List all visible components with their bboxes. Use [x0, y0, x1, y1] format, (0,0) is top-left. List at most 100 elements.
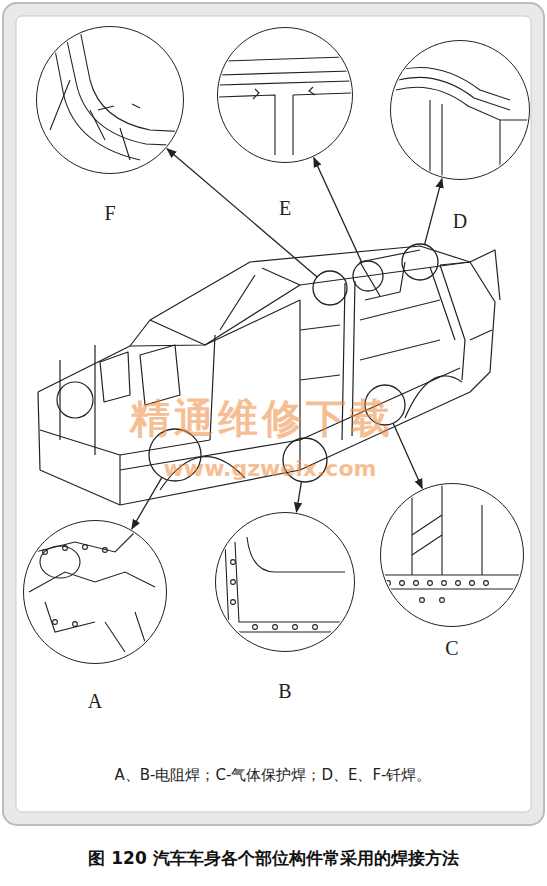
detail-line [105, 612, 145, 652]
detail-line [253, 87, 315, 99]
detail-ground [216, 513, 354, 651]
detail-ground [24, 521, 166, 663]
detail-callout: D [390, 40, 530, 233]
callout-letter: B [278, 680, 291, 703]
weld-spot [442, 581, 447, 586]
weld-spot [420, 598, 425, 603]
detail-callout: E [217, 27, 353, 220]
detail-line [500, 119, 530, 120]
leader-arrows [132, 149, 442, 529]
detail-callout: A [23, 520, 167, 713]
weld-spot [231, 600, 236, 605]
detail-circle [380, 483, 524, 627]
weld-spot [470, 581, 475, 586]
detail-circle [36, 26, 184, 174]
weld-spot [53, 620, 58, 625]
weld-spot [63, 546, 68, 551]
detail-line [412, 485, 442, 575]
leader-arrow [393, 423, 422, 488]
legend-note: A、B-电阻焊；C-气体保护焊；D、E、F-钎焊。 [115, 766, 432, 785]
detail-line [481, 505, 482, 575]
detail-line [217, 93, 353, 155]
detail-circle [217, 27, 353, 163]
figure-caption: 图 120 汽车车身各个部位构件常采用的焊接方法 [88, 847, 458, 870]
callout-spots [149, 244, 438, 482]
detail-circle [23, 520, 167, 664]
leader-arrow [296, 482, 301, 512]
detail-line [247, 537, 345, 572]
detail-line [225, 542, 345, 632]
leader-arrow [167, 149, 317, 277]
weld-spot [73, 622, 78, 627]
detail-line [380, 575, 524, 589]
leader-arrow [314, 158, 362, 263]
car-body [38, 246, 500, 505]
weld-spot [386, 581, 391, 586]
detail-callout: F [36, 26, 184, 225]
detail-line [412, 515, 442, 555]
detail-line [217, 71, 353, 75]
detail-line [50, 80, 70, 130]
detail-sketch [396, 68, 530, 181]
weld-spot [231, 580, 236, 585]
weld-spot [83, 545, 88, 550]
detail-line [80, 30, 190, 132]
weld-spot [313, 625, 318, 630]
detail-callout: B [215, 512, 355, 703]
weld-spot [414, 581, 419, 586]
weld-spot [253, 625, 258, 630]
callout-letter: C [445, 637, 458, 660]
leader-arrow [132, 477, 162, 529]
weld-spot [400, 581, 405, 586]
detail-line [400, 68, 510, 101]
detail-ground [391, 41, 529, 179]
detail-sketch [29, 532, 155, 652]
detail-line [55, 50, 140, 160]
callout-letter: F [104, 202, 115, 225]
detail-sketch [217, 57, 353, 155]
watermark: 精通维修下载 [130, 391, 394, 446]
weld-spot [231, 560, 236, 565]
spot-circle [402, 244, 438, 280]
detail-line [45, 602, 95, 632]
callout-letter: D [453, 210, 467, 233]
detail-ground [381, 484, 523, 626]
detail-line [90, 110, 130, 160]
callout-letter: E [279, 197, 291, 220]
detail-ground [218, 28, 352, 162]
weld-spot [456, 581, 461, 586]
weld-spot [428, 581, 433, 586]
spot-circle [353, 261, 383, 291]
watermark: www.gzweix.com [164, 456, 377, 481]
spot-circle [313, 271, 347, 305]
detail-sketch [380, 485, 524, 602]
callout-letter: A [88, 690, 102, 713]
detail-line [235, 542, 345, 622]
detail-sketch [225, 537, 345, 652]
detail-line [217, 81, 353, 85]
detail-grounds [24, 27, 529, 663]
detail-line [35, 532, 135, 552]
weld-spot [293, 625, 298, 630]
detail-line [40, 546, 80, 578]
weld-spot [484, 581, 489, 586]
detail-line [396, 87, 500, 180]
detail-line [225, 57, 345, 61]
detail-circle [215, 512, 355, 652]
weld-spot [43, 550, 48, 555]
detail-callout: C [380, 483, 524, 660]
detail-circle [390, 40, 530, 180]
detail-line [240, 637, 241, 652]
detail-line [98, 104, 140, 110]
leader-arrow [425, 179, 442, 245]
panel [16, 16, 531, 812]
weld-spot [103, 548, 108, 553]
weld-spot [440, 598, 445, 603]
detail-line [398, 77, 510, 110]
detail-line [66, 36, 190, 146]
detail-line [430, 100, 442, 180]
outer-frame [3, 3, 544, 825]
detail-sketches [29, 30, 530, 652]
